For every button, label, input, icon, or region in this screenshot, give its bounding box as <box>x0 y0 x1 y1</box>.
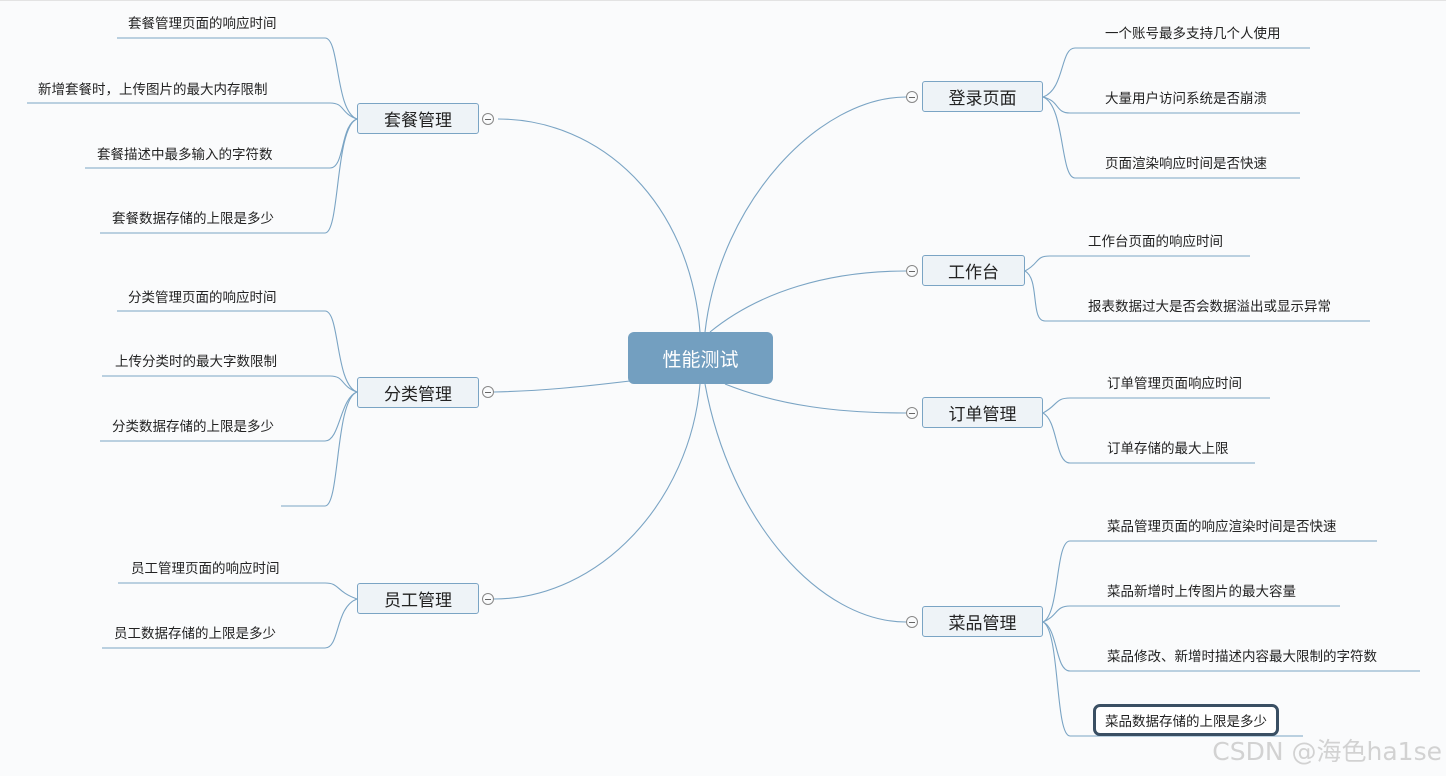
watermark: CSDN @海色ha1se <box>1212 737 1442 766</box>
subtopic[interactable]: 分类数据存储的上限是多少 <box>112 419 274 435</box>
subtopic[interactable]: 菜品修改、新增时描述内容最大限制的字符数 <box>1107 649 1377 665</box>
topic-taocan[interactable]: 套餐管理 <box>357 103 479 134</box>
subtopic[interactable]: 员工数据存储的上限是多少 <box>114 626 276 642</box>
subtopic[interactable]: 分类管理页面的响应时间 <box>128 290 277 306</box>
topic-yuangong[interactable]: 员工管理 <box>357 583 479 614</box>
subtopic[interactable]: 页面渲染响应时间是否快速 <box>1105 156 1267 172</box>
subtopic[interactable]: 新增套餐时，上传图片的最大内存限制 <box>38 82 268 98</box>
subtopic[interactable]: 工作台页面的响应时间 <box>1088 234 1223 250</box>
collapse-icon[interactable] <box>482 386 494 398</box>
subtopic[interactable]: 大量用户访问系统是否崩溃 <box>1105 91 1267 107</box>
collapse-icon[interactable] <box>906 265 918 277</box>
collapse-icon[interactable] <box>906 91 918 103</box>
collapse-icon[interactable] <box>482 593 494 605</box>
topic-gongzuotai[interactable]: 工作台 <box>922 255 1025 286</box>
collapse-icon[interactable] <box>906 616 918 628</box>
subtopic[interactable]: 菜品新增时上传图片的最大容量 <box>1107 584 1296 600</box>
collapse-icon[interactable] <box>906 407 918 419</box>
topic-caipin[interactable]: 菜品管理 <box>922 606 1043 637</box>
central-topic[interactable]: 性能测试 <box>628 332 773 384</box>
subtopic[interactable]: 一个账号最多支持几个人使用 <box>1105 26 1281 42</box>
subtopic[interactable]: 订单存储的最大上限 <box>1107 441 1229 457</box>
subtopic[interactable]: 套餐数据存储的上限是多少 <box>112 211 274 227</box>
subtopic[interactable]: 上传分类时的最大字数限制 <box>115 354 277 370</box>
topic-fenlei[interactable]: 分类管理 <box>357 377 479 408</box>
subtopic[interactable]: 套餐管理页面的响应时间 <box>128 16 277 32</box>
collapse-icon[interactable] <box>482 113 494 125</box>
subtopic[interactable]: 套餐描述中最多输入的字符数 <box>97 147 273 163</box>
subtopic-selected[interactable]: 菜品数据存储的上限是多少 <box>1093 704 1279 736</box>
subtopic[interactable]: 订单管理页面响应时间 <box>1107 376 1242 392</box>
subtopic[interactable]: 报表数据过大是否会数据溢出或显示异常 <box>1088 299 1331 315</box>
subtopic[interactable]: 菜品管理页面的响应渲染时间是否快速 <box>1107 519 1337 535</box>
subtopic[interactable]: 员工管理页面的响应时间 <box>131 561 280 577</box>
topic-denglu[interactable]: 登录页面 <box>922 81 1043 112</box>
topic-dingdan[interactable]: 订单管理 <box>922 397 1043 428</box>
